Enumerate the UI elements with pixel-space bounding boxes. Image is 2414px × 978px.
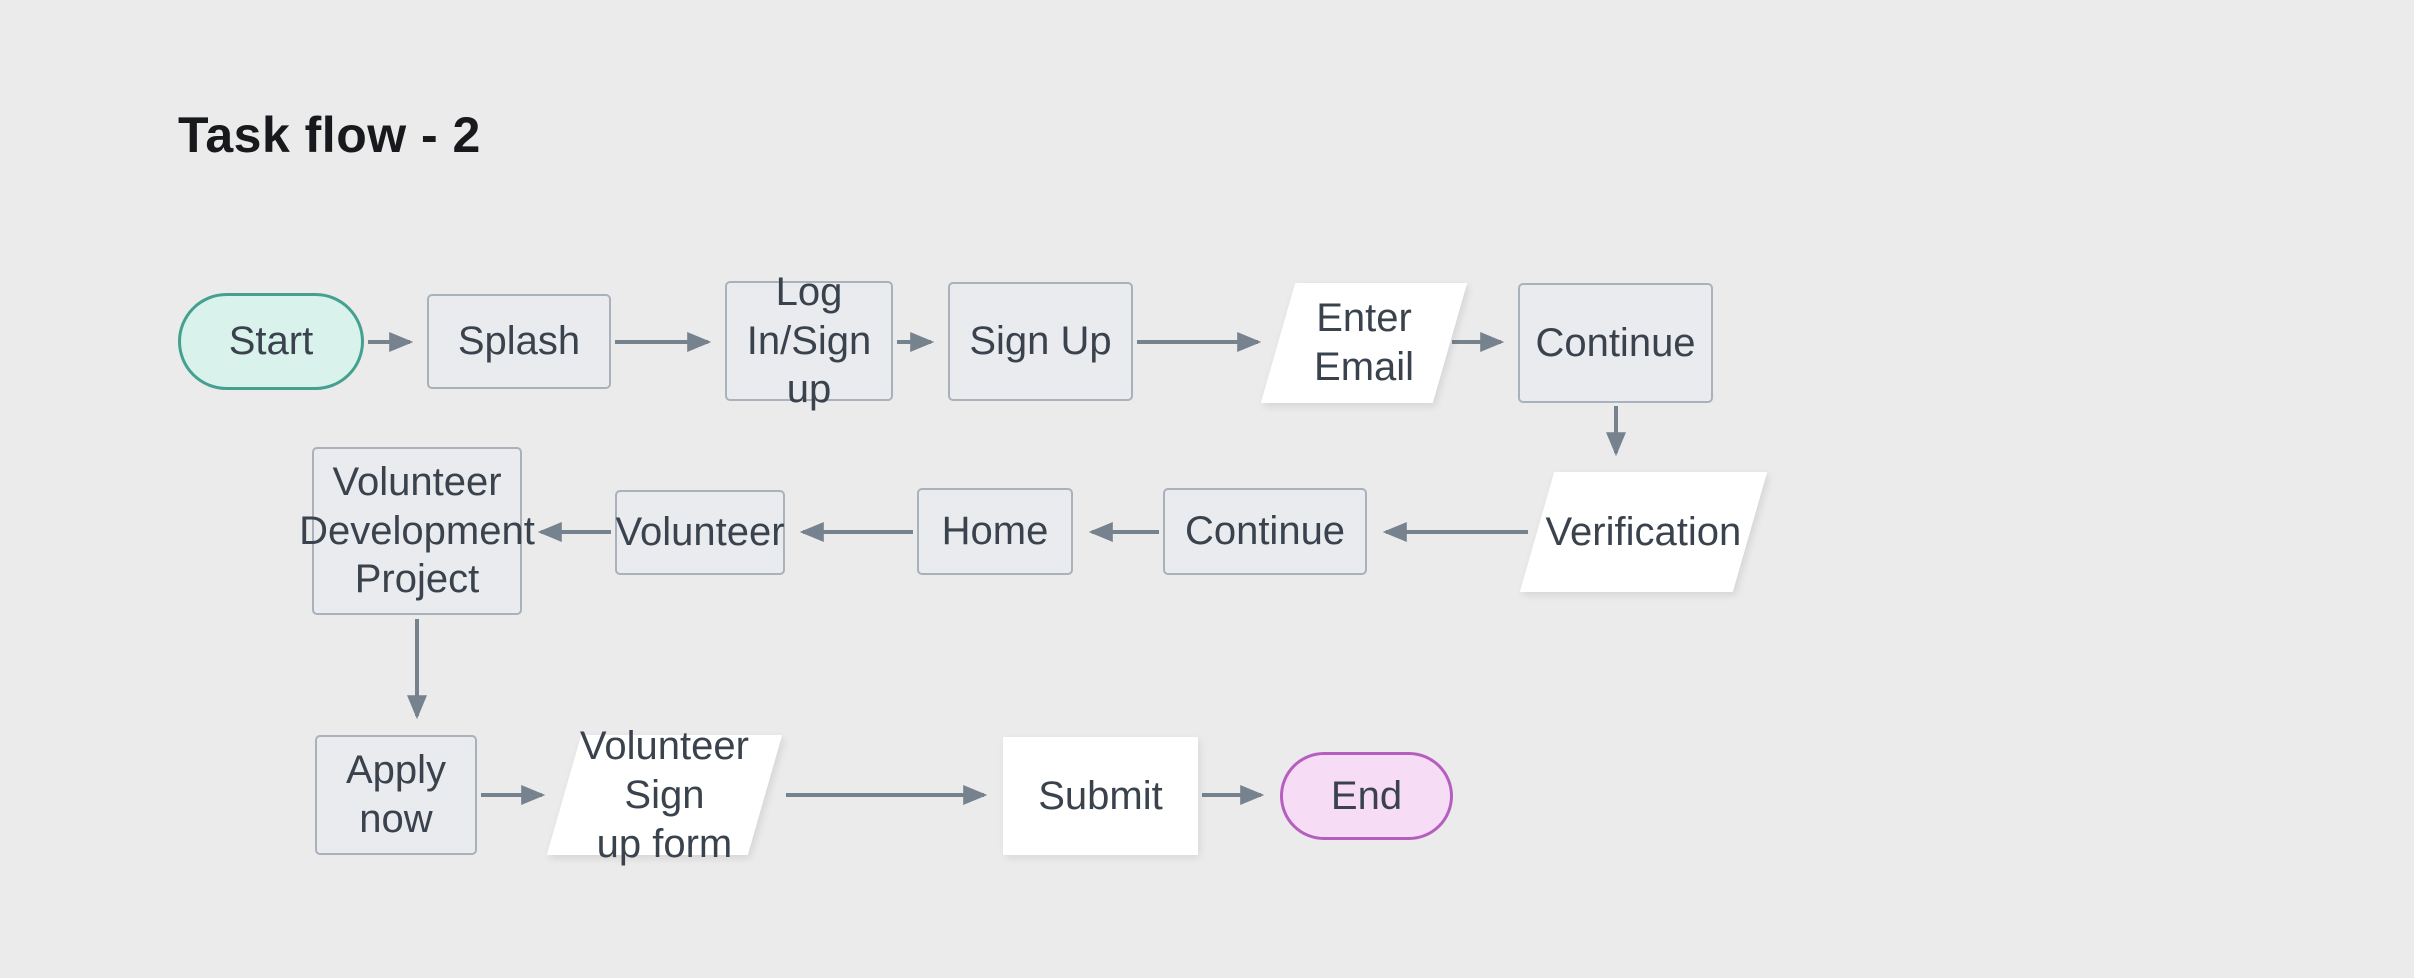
node-sign-up[interactable]: Sign Up [948,282,1133,401]
node-submit[interactable]: Submit [1003,737,1198,855]
node-verification-label: Verification [1545,509,1742,554]
node-submit-label: Submit [1038,773,1163,818]
page-title: Task flow - 2 [178,107,481,163]
node-end-label: End [1330,773,1403,818]
node-splash-label: Splash [457,319,581,364]
node-volunteer-signup-form[interactable]: Volunteer Sign up form [546,724,783,865]
node-end[interactable]: End [1280,752,1453,840]
node-volunteer[interactable]: Volunteer [615,490,785,575]
node-splash[interactable]: Splash [427,294,611,389]
node-continue-2-label: Continue [1184,509,1346,554]
node-volunteer-label: Volunteer [615,510,785,555]
node-apply-now-label: Apply now [345,748,447,841]
node-volunteer-development-project[interactable]: Volunteer Development Project [299,447,535,615]
node-enter-email-label: Enter Email [1313,296,1415,389]
node-apply-now[interactable]: Apply now [315,735,477,855]
node-start-label: Start [228,319,314,364]
node-login-signup-label: Log In/Sign up [746,269,872,412]
node-enter-email[interactable]: Enter Email [1260,283,1468,403]
node-sign-up-label: Sign Up [969,319,1112,364]
node-continue-1[interactable]: Continue [1518,283,1713,403]
node-vdp-label: Volunteer Development Project [299,459,535,602]
node-volunteer-signup-form-label: Volunteer Sign up form [579,723,750,866]
node-home[interactable]: Home [917,488,1073,575]
node-continue-2[interactable]: Continue [1163,488,1367,575]
node-start[interactable]: Start [178,293,364,390]
node-continue-1-label: Continue [1535,320,1696,365]
node-home-label: Home [941,509,1049,554]
node-verification[interactable]: Verification [1519,472,1768,592]
node-login-signup[interactable]: Log In/Sign up [725,270,893,411]
